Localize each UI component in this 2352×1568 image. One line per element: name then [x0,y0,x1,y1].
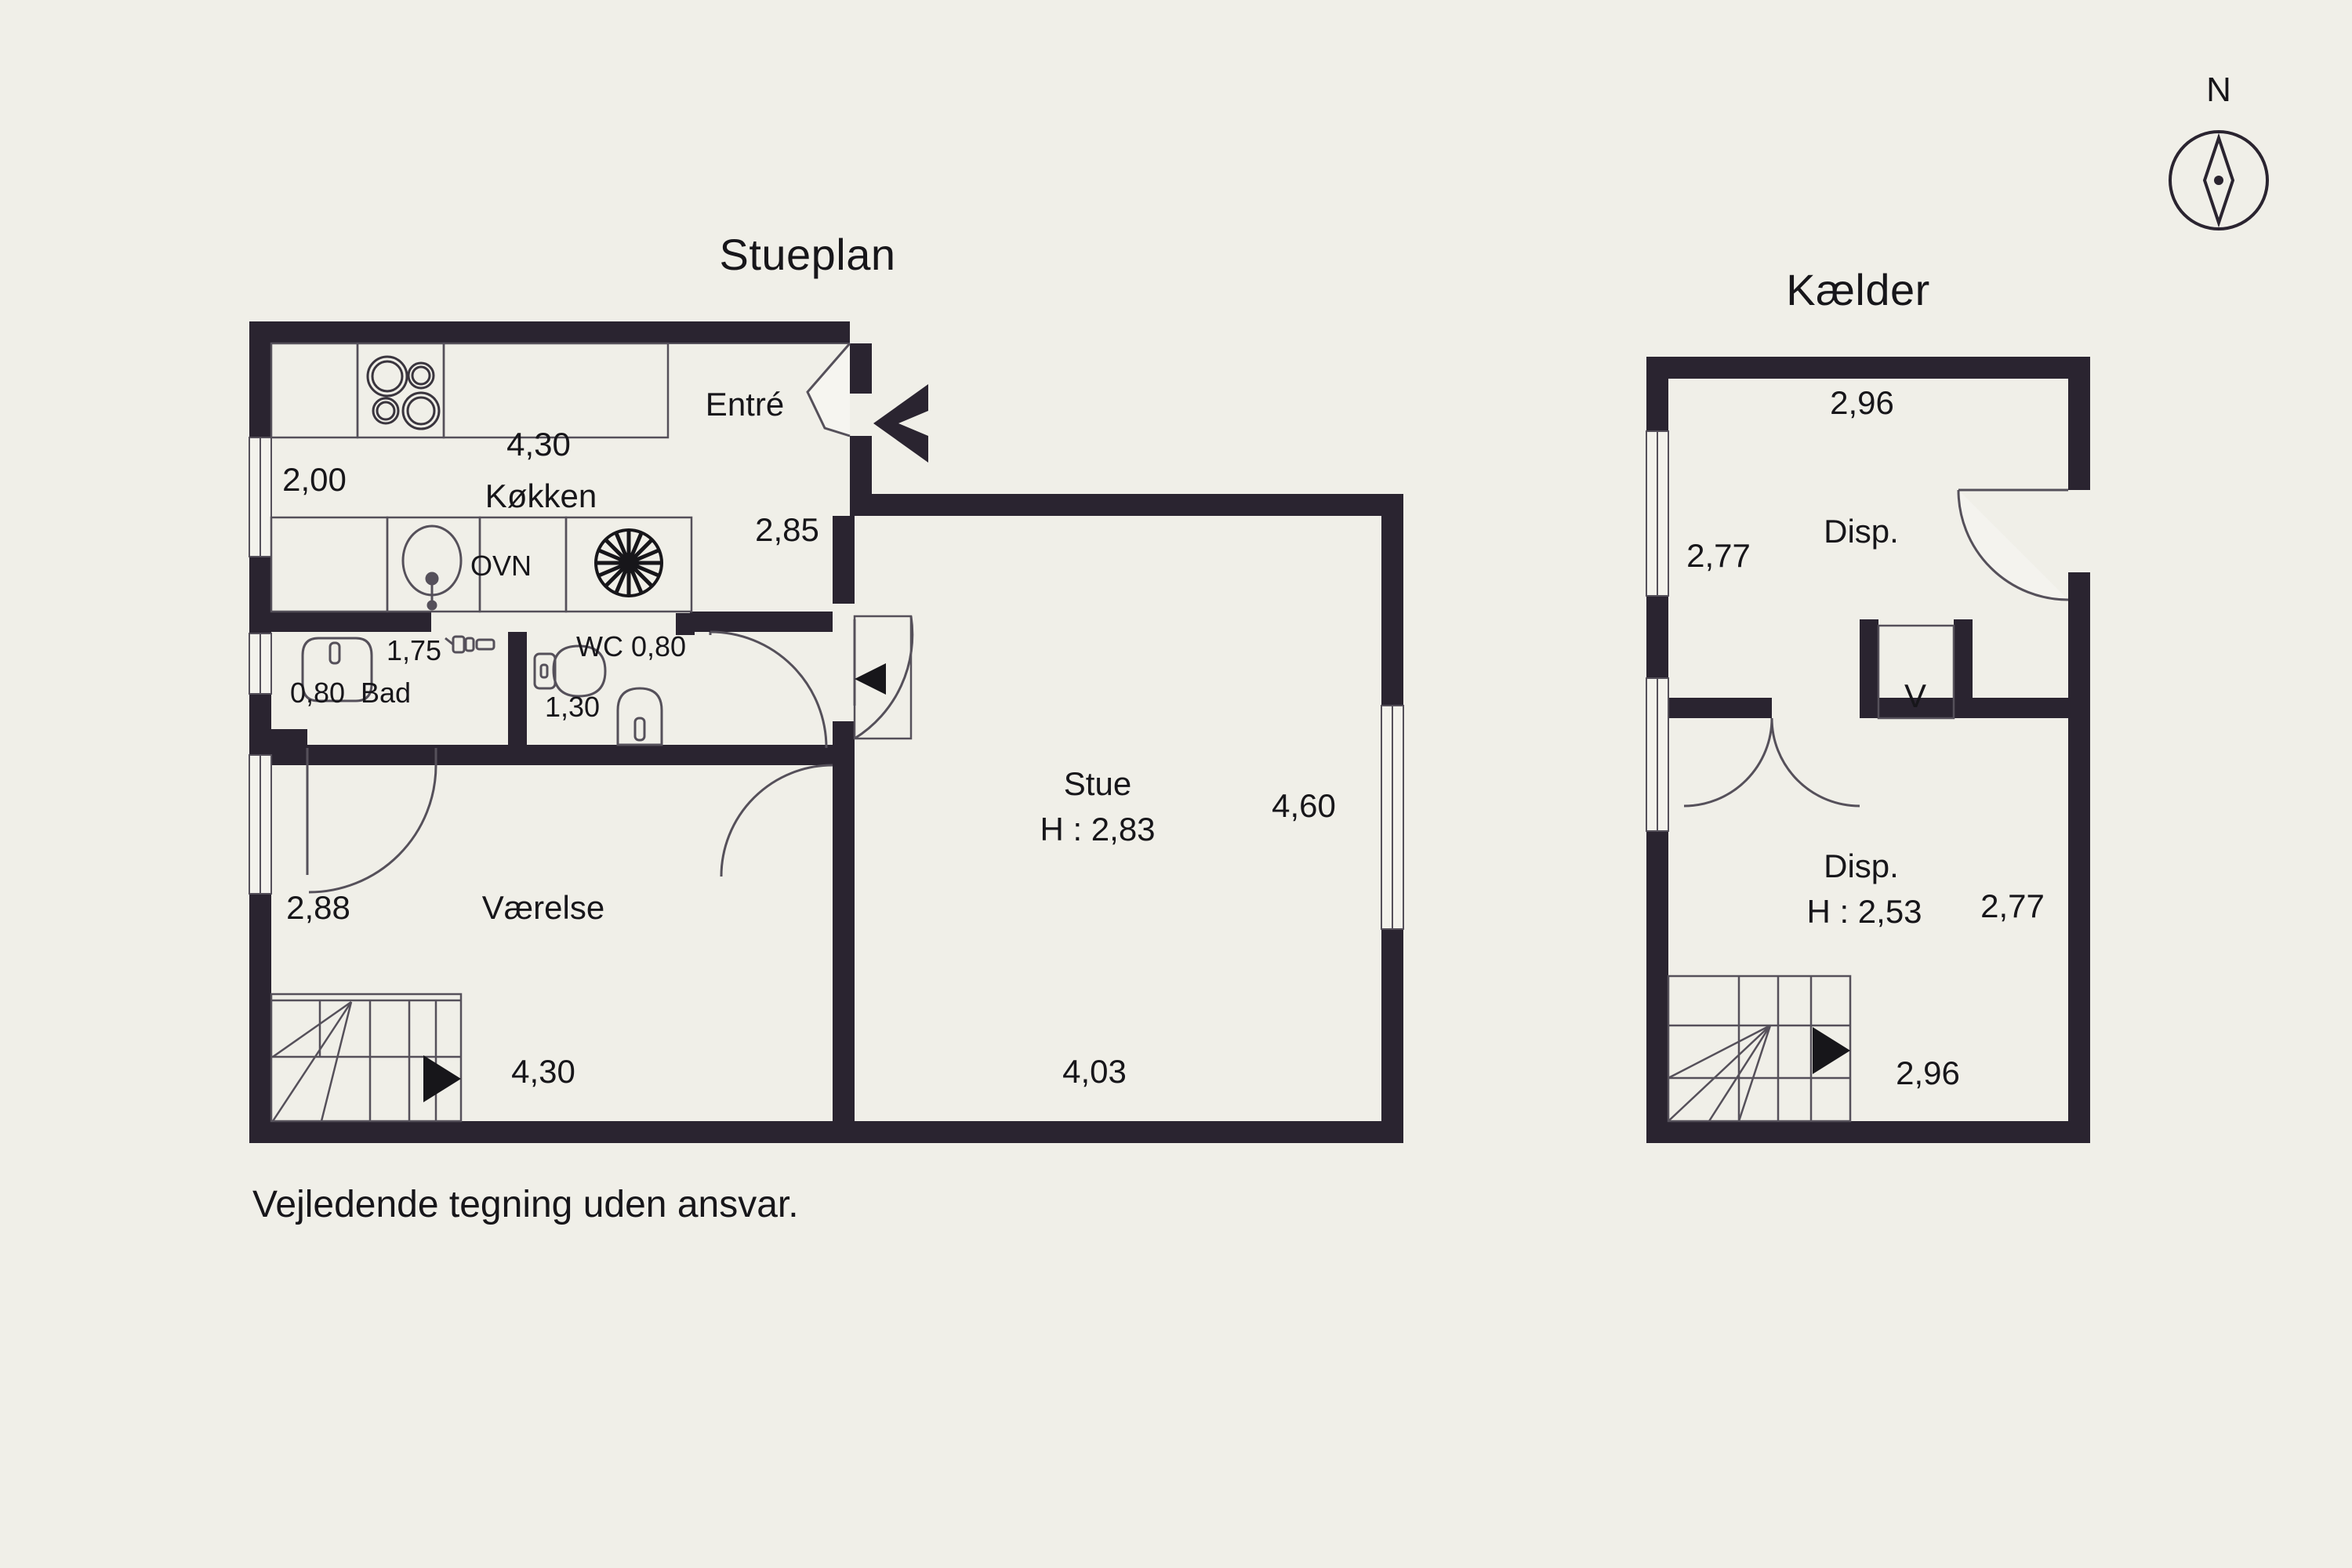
ground-floor-doors [306,343,914,894]
basement-title: Kælder [1786,265,1930,314]
kitchen-counters [270,342,693,613]
kitchen-width-dimension: 4,30 [506,426,571,463]
oven-label: OVN [470,550,532,582]
basement-top-width-dimension: 2,96 [1830,384,1894,421]
room-vaerelse-label: Værelse [481,889,605,926]
bath-depth-dimension: 0,80 [289,677,346,709]
toilet-icon [533,644,607,698]
basement-bottom-width-dimension: 2,96 [1896,1054,1960,1091]
cooktop-icon [366,355,441,430]
wc-depth-dimension: 1,30 [544,691,601,723]
door-direction-arrow-icon [855,663,886,695]
bath-width-dimension: 1,75 [386,634,442,666]
stair-direction-arrow-icon [423,1055,461,1102]
washing-machine-icon [594,528,663,597]
stue-room-label: Stue [1063,765,1132,802]
entrance-room-label: Entré [705,386,785,423]
basement-walls [1646,357,2090,1143]
ground-floor-title: Stueplan [719,230,896,279]
boiler-closet-icon [1877,624,1955,720]
basement-bottom-depth-dimension: 2,77 [1980,887,2045,924]
stairs-up-icon [270,993,463,1123]
basement-stair-direction-arrow-icon [1813,1027,1850,1074]
basement-plan [1646,357,2090,1143]
kitchen-depth-dimension: 2,00 [282,461,347,498]
entrance-arrow-icon [873,384,928,463]
basement-bottom-height-label: H : 2,53 [1806,893,1922,930]
basement-top-room-label: Disp. [1824,513,1899,550]
basement-top-depth-dimension: 2,77 [1686,537,1751,574]
sink-icon [401,524,463,611]
stue-width-dimension: 4,03 [1062,1053,1127,1090]
stue-depth-dimension: 4,60 [1272,787,1336,824]
ground-floor-plan [249,321,1404,1143]
basement-doors [1683,488,2069,808]
compass-rose-icon [2169,130,2269,230]
faucet-icon [445,635,495,654]
kitchen-room-label: Køkken [485,477,597,514]
basement-bottom-room-label: Disp. [1824,848,1899,884]
ground-floor-walls [249,321,1403,1143]
disclaimer-text: Vejledende tegning uden ansvar. [252,1184,799,1225]
wash-basin-icon [616,687,663,746]
bathtub-icon [301,637,373,702]
bath-room-label: Bad [360,677,412,709]
stue-height-label: H : 2,83 [1040,811,1156,848]
wc-room-label: WC 0,80 [575,630,687,662]
ground-floor-windows [249,437,1404,930]
basement-windows [1646,430,1669,832]
compass-north-label: N [2206,71,2231,109]
vaerelse-width-dimension: 4,30 [511,1053,575,1090]
entrance-depth-dimension: 2,85 [755,511,819,548]
vaerelse-depth-dimension: 2,88 [286,889,350,926]
boiler-closet-label: V [1904,677,1927,714]
basement-stairs-icon [1667,975,1852,1123]
